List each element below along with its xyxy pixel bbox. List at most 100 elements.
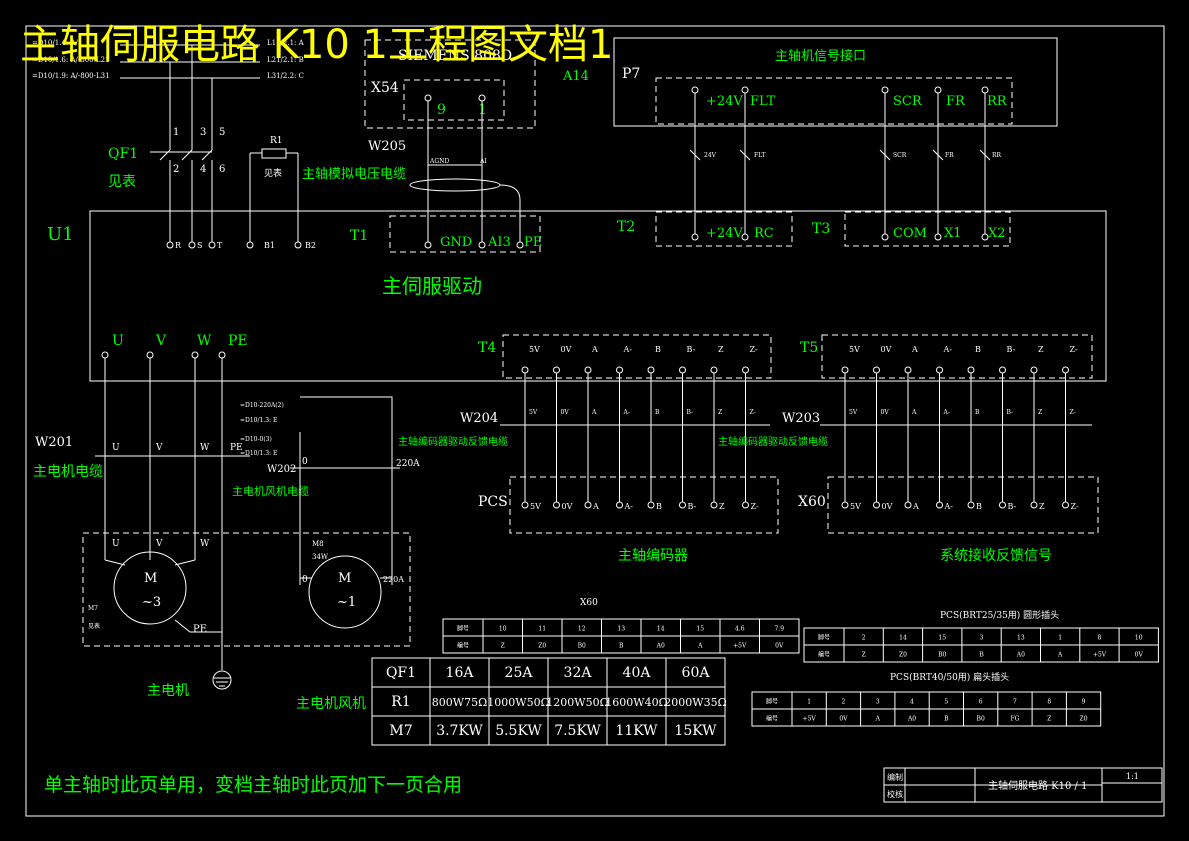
t4-bottom-label: A- — [624, 502, 634, 511]
t5-cable-pin: A- — [943, 409, 950, 416]
drawing-frame — [25, 25, 1165, 817]
t4-bottom-dot — [742, 501, 749, 509]
pcs-flat-table-cell: 8 — [1047, 699, 1051, 706]
t5-pin-label: B — [975, 345, 981, 354]
motor-phase: ~3 — [142, 595, 161, 610]
pcs-flat-table-cell: A0 — [907, 716, 916, 723]
motor-v: V — [155, 539, 163, 549]
pcs-round-table-cell: 0V — [1135, 652, 1144, 659]
pcs-flat-table-cell: B0 — [977, 716, 985, 723]
x60-table-cell: 13 — [617, 626, 625, 633]
u1-b2: B2 — [305, 241, 316, 250]
w203-desc: 主轴编码器驱动反馈电缆 — [718, 435, 828, 448]
x60-table-cell: A — [697, 643, 703, 650]
spec-cell: 800W75Ω — [432, 696, 487, 709]
motor-u: U — [112, 539, 120, 549]
pcs-flat-table-cell: +5V — [803, 716, 817, 723]
t4-label: T4 — [478, 340, 496, 356]
t4-cable-pin: Z — [718, 409, 722, 416]
t4-pin-dot — [679, 366, 686, 374]
x60-table-cell: 11 — [538, 626, 546, 633]
w202-ref2: =D10/1.3: E — [240, 417, 277, 424]
x60-table-cell: +5V — [733, 643, 747, 650]
t4-pin-dot — [616, 366, 623, 374]
u1-rst-dots — [166, 241, 302, 249]
ref-line2: =D10/1.6: A/-800-L21 — [32, 56, 110, 64]
qf1-pin5: 5 — [219, 127, 225, 138]
t4-pin-label: A — [591, 345, 598, 354]
ref-line1: =D10/1.4: A/ — [32, 39, 79, 47]
t4-pin-label: Z- — [750, 345, 759, 354]
qf1-pin1: 1 — [173, 127, 179, 138]
fan-o: 0 — [302, 575, 308, 585]
r1-resistor — [261, 148, 287, 159]
pcs-flat-table-cell: 0V — [839, 716, 848, 723]
t4-bottom-dot — [584, 501, 592, 509]
p7-small-24v: 24V — [704, 152, 717, 159]
spec-cell: 5.5KW — [495, 723, 542, 739]
ref-r3: L31/2.2: C — [267, 72, 304, 80]
t5-pin-dot — [936, 366, 943, 374]
u1-gnd: GND — [440, 235, 472, 250]
spec-cell: 7.5KW — [554, 723, 601, 739]
qf1-sub: 见表 — [108, 174, 136, 190]
u1-rc: RC — [754, 226, 774, 241]
t5-bottom-dot — [873, 501, 880, 509]
t5-pin-label: 5V — [849, 345, 860, 354]
pcs-round-table-cell: 14 — [899, 635, 907, 642]
fan-m: M — [338, 571, 351, 586]
pcs-round-table-cell: A — [1057, 652, 1063, 659]
x60-table-cell: 0V — [775, 643, 784, 650]
ref-r2: L21/2.1: B — [267, 56, 304, 64]
pcs-round-table-cell: +5V — [1093, 652, 1107, 659]
fan-name: 主电机风机 — [296, 696, 366, 712]
t5-cable-pin: Z — [1038, 409, 1042, 416]
w202-220a: 220A — [396, 459, 420, 469]
motor-name: 主电机 — [147, 683, 189, 699]
u1-title: 主伺服驱动 — [382, 274, 482, 298]
t5-pin-dot — [841, 366, 849, 374]
x60-table-cell: Z0 — [538, 643, 546, 650]
t5-cable-pin: A — [911, 409, 917, 416]
pcs-flat-table-cell: A — [875, 716, 881, 723]
t4-cable-pin: 5V — [529, 409, 538, 416]
w202-o: 0 — [302, 457, 308, 467]
w204-desc: 主轴编码器驱动反馈电缆 — [398, 435, 508, 448]
cnc-pin9: 9 — [437, 102, 446, 118]
w202-desc: 主电机风机电缆 — [232, 484, 309, 498]
title-block-r2: 校核 — [887, 789, 903, 799]
motor-m7: M7 — [88, 605, 98, 612]
pcs-round-table-cell: 10 — [1135, 635, 1143, 642]
spec-cell: QF1 — [386, 665, 416, 681]
u1-w: W — [197, 333, 212, 349]
pcs-round-table-cell: 15 — [938, 635, 946, 642]
spec-cell: 40A — [623, 665, 652, 681]
t5-bottom-label: Z- — [1071, 502, 1080, 511]
t5-bottom-dot — [999, 501, 1006, 509]
pcs-round-table-cell: 13 — [1017, 635, 1025, 642]
pcs-label: PCS — [478, 494, 508, 510]
w202-ref4: =D10/1.3: E — [240, 450, 277, 457]
usage-note: 单主轴时此页单用，变档主轴时此页加下一页合用 — [44, 774, 462, 796]
fan-v: 34W — [312, 553, 329, 561]
u1-b1: B1 — [264, 241, 275, 250]
t4-pin-label: B — [655, 345, 661, 354]
spec-cell: 2000W35Ω — [664, 696, 726, 709]
t4-bottom-dot — [616, 501, 623, 509]
qf1-pin2: 2 — [173, 164, 179, 175]
t5-pin-label: 0V — [881, 345, 892, 354]
title-block-scale: 1:1 — [1126, 772, 1139, 781]
t5-cable-pin: Z- — [1070, 409, 1076, 416]
t4-pin-dot — [521, 366, 529, 374]
spec-cell: 60A — [682, 665, 711, 681]
w205-desc: 主轴模拟电压电缆 — [302, 166, 406, 182]
pcs-flat-table-cell: 编号 — [766, 715, 778, 723]
u1-s: S — [197, 241, 202, 250]
u1-x2: X2 — [988, 226, 1006, 241]
x60-table-cell: 编号 — [457, 642, 469, 650]
pcs-flat-table-cell: 7 — [1013, 699, 1017, 706]
cnc-box — [364, 39, 536, 129]
spec-cell: 32A — [564, 665, 593, 681]
u1-24v: +24V — [706, 226, 743, 241]
